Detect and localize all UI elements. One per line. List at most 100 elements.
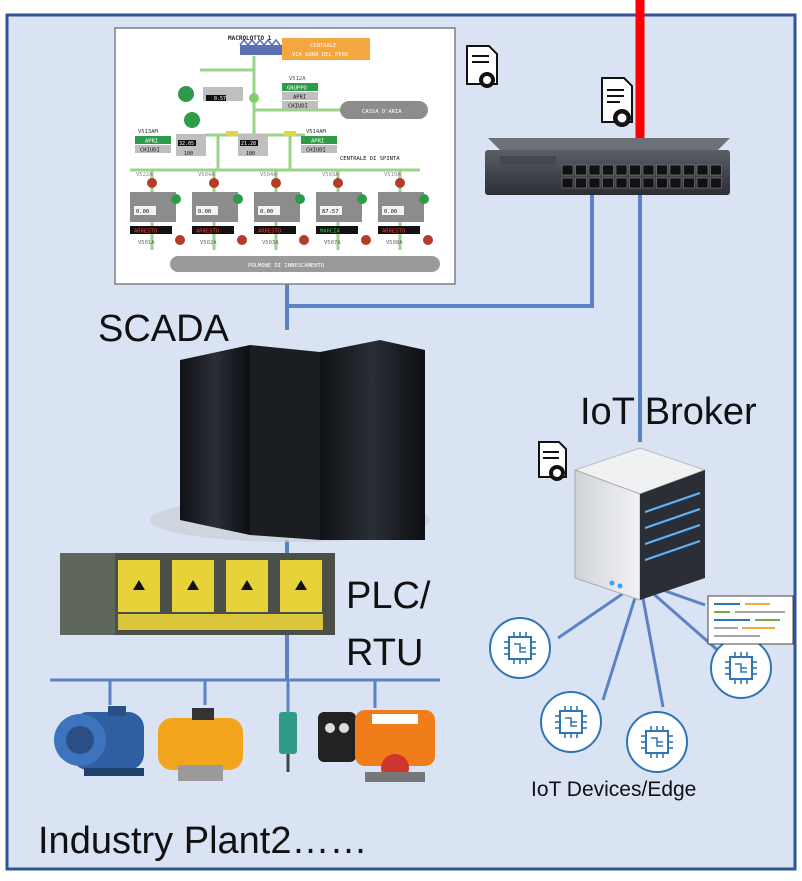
switch-port: [656, 164, 668, 176]
hmi-mid-gauge-pct: 100: [246, 151, 255, 157]
iot-chip-icon: [489, 617, 551, 679]
hmi-header: MACROLOTTO 1: [228, 35, 272, 42]
hmi-right-valve: V514AM: [306, 129, 327, 135]
switch-port: [588, 177, 601, 189]
hmi-pump-value: 0.00: [260, 209, 273, 215]
certificate-icon: [538, 441, 567, 481]
hmi-left-open: APRI: [145, 139, 158, 145]
switch-port: [642, 177, 655, 189]
hmi-pump-value: 0.00: [136, 209, 149, 215]
hmi-pump-value: 0.00: [384, 209, 397, 215]
hmi-pump-valve: V510A: [384, 172, 401, 178]
hmi-top-valve-state: GRUPPO: [287, 86, 307, 92]
switch-port: [561, 164, 574, 176]
pneumatic-actuator: [158, 708, 243, 781]
hmi-pump-state: ARRESTO: [258, 229, 281, 235]
switch-port: [696, 177, 709, 189]
hmi-pump-state: ARRESTO: [196, 229, 219, 235]
switch-ports: [561, 164, 722, 189]
hmi-pump-state: MARCIA: [320, 229, 341, 235]
switch-port: [629, 164, 641, 176]
hmi-top-open: APRI: [293, 95, 306, 101]
hmi-pump-valve: V504A: [260, 172, 277, 178]
iot-chip-icon: [710, 637, 772, 699]
hmi-left-valve: V513AM: [138, 129, 159, 135]
switch-port: [602, 164, 614, 176]
electric-motor: [54, 706, 144, 776]
iot-broker-server: [573, 447, 707, 601]
network-links: [50, 195, 723, 712]
switch-port: [683, 164, 695, 176]
hmi-pump-valve: V503A: [322, 172, 339, 178]
hmi-left-close: CHIUDI: [140, 148, 160, 154]
plc-label-line1: PLC/: [346, 575, 431, 617]
switch-port: [615, 177, 628, 189]
switch-port: [669, 177, 682, 189]
switch-port: [575, 177, 587, 189]
plc-rtu-rack: [60, 553, 335, 635]
hmi-pump-station: CENTRALE DI SPINTA: [340, 156, 400, 162]
hmi-pump-group: V522A0.00ARRESTOV501AV504A0.00ARRESTOV50…: [130, 172, 433, 246]
hmi-pump-id: V501A: [138, 240, 155, 246]
switch-port: [710, 177, 722, 189]
hmi-pump-id: V503A: [262, 240, 279, 246]
proximity-sensor: [279, 712, 297, 772]
iot-chip-icon: [626, 711, 688, 773]
hmi-right-close: CHIUDI: [306, 148, 326, 154]
hmi-flow-reading: 0.57: [214, 96, 226, 102]
iot-chip-icon: [540, 691, 602, 753]
hmi-manifold: POLMONE DI INNESCAMENTO: [248, 263, 324, 269]
scada-label: SCADA: [98, 308, 229, 350]
switch-port: [656, 177, 668, 189]
hmi-station-1: CENTRALE: [310, 43, 337, 49]
switch-port: [629, 177, 641, 189]
hmi-top-valve: V512A: [289, 76, 306, 82]
plant-label: Industry Plant2……: [38, 820, 368, 862]
valve-actuator: [318, 710, 435, 782]
hmi-pump-value: 87.57: [322, 209, 339, 215]
hmi-pump-valve: V504A: [198, 172, 215, 178]
plc-label-line2: RTU: [346, 632, 424, 674]
certificate-icon: [466, 45, 498, 88]
iot-devices-label: IoT Devices/Edge: [531, 778, 697, 801]
rack-lights: [186, 370, 419, 518]
hmi-station-2: VIA GORA DEL PERO: [292, 52, 348, 58]
switch-port: [561, 177, 574, 189]
switch-port: [588, 164, 601, 176]
iot-devices: [489, 617, 772, 773]
switch-port: [683, 177, 695, 189]
iot-broker-label: IoT Broker: [580, 391, 757, 433]
hmi-pump-id: V502A: [200, 240, 217, 246]
hmi-pump-valve: V522A: [136, 172, 153, 178]
dashboard-thumbnail: [707, 595, 794, 645]
hmi-tank: CASSA D'ARIA: [362, 109, 402, 115]
hmi-mid-gauge: 21.28: [241, 141, 256, 147]
switch-port: [696, 164, 709, 176]
hmi-pump-state: ARRESTO: [134, 229, 157, 235]
hmi-pump-id: V508A: [386, 240, 403, 246]
switch-port: [575, 164, 587, 176]
hmi-pump-value: 0.00: [198, 209, 211, 215]
switch-port: [615, 164, 628, 176]
switch-port: [669, 164, 682, 176]
hmi-top-close: CHIUDI: [288, 104, 308, 110]
certificate-icon: [601, 77, 633, 127]
scada-server-rack: [150, 340, 430, 542]
switch-port: [710, 164, 722, 176]
switch-port: [602, 177, 614, 189]
hmi-pump-state: ARRESTO: [382, 229, 405, 235]
switch-port: [642, 164, 655, 176]
network-switch: [485, 138, 730, 195]
hmi-left-gauge-pct: 100: [184, 151, 193, 157]
hmi-right-open: APRI: [311, 139, 324, 145]
hmi-pump-id: V507A: [324, 240, 341, 246]
hmi-left-gauge: 32.05: [179, 141, 194, 147]
scada-hmi-screen: MACROLOTTO 1 CENTRALE VIA GORA DEL PERO …: [114, 27, 456, 285]
